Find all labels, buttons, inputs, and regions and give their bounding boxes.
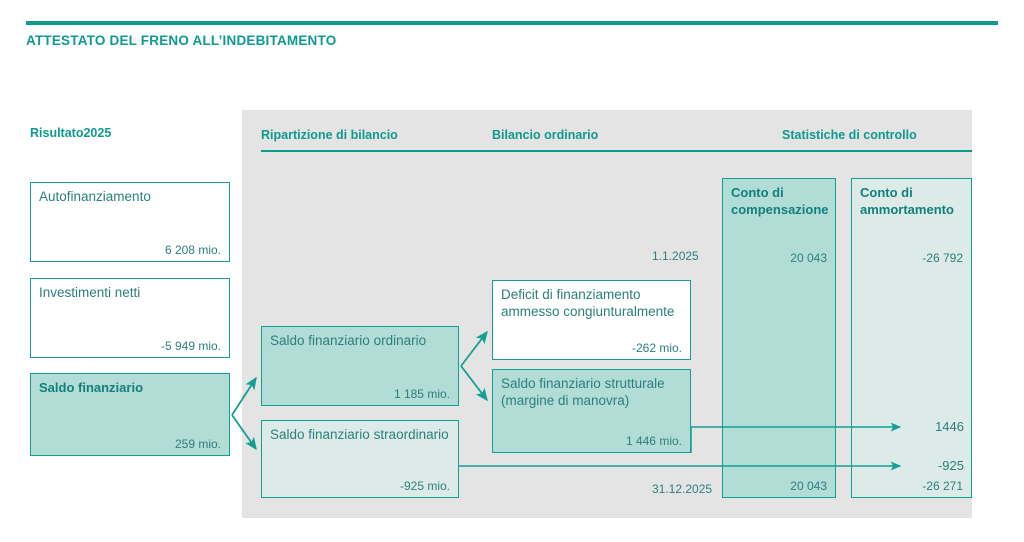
box-title: Saldo finanziario xyxy=(39,380,144,395)
column-header-statistiche: Statistiche di controllo xyxy=(782,128,917,142)
box-conto-di-compensazione: Conto di compensazione 20 043 20 043 xyxy=(722,178,836,498)
box-title: Deficit di finanziamento ammesso congiun… xyxy=(501,287,675,319)
opening-balance-value: 20 043 xyxy=(790,251,827,265)
box-saldo-finanziario-straordinario: Saldo finanziario straordinario -925 mio… xyxy=(261,420,459,498)
box-saldo-finanziario-ordinario: Saldo finanziario ordinario 1 185 mio. xyxy=(261,326,459,406)
closing-balance-value: 20 043 xyxy=(790,479,827,493)
box-conto-di-ammortamento: Conto di ammortamento -26 792 -26 271 xyxy=(851,178,972,498)
box-value: 6 208 mio. xyxy=(164,243,221,257)
box-value: 1 185 mio. xyxy=(393,387,450,401)
opening-balance-value: -26 792 xyxy=(922,251,963,265)
page-title: ATTESTATO DEL FRENO ALL’INDEBITAMENTO xyxy=(26,33,337,48)
top-rule xyxy=(26,21,998,25)
column-header-bilancio: Bilancio ordinario xyxy=(492,128,599,142)
box-investimenti-netti: Investimenti netti -5 949 mio. xyxy=(30,278,230,358)
column-header-rule xyxy=(261,150,972,152)
box-title: Autofinanziamento xyxy=(39,189,151,204)
box-value: -262 mio. xyxy=(631,341,682,355)
date-label-start: 1.1.2025 xyxy=(652,249,699,263)
box-title: Investimenti netti xyxy=(39,285,141,300)
result-value-ammortamento: -925 xyxy=(937,458,964,473)
column-header-ripartizione: Ripartizione di bilancio xyxy=(261,128,398,142)
box-value: -925 mio. xyxy=(399,479,450,493)
box-title: Saldo finanziario straordinario xyxy=(270,427,449,442)
box-saldo-finanziario-strutturale: Saldo finanziario strutturale (margine d… xyxy=(492,369,691,453)
closing-balance-value: -26 271 xyxy=(922,479,963,493)
box-saldo-finanziario: Saldo finanziario 259 mio. xyxy=(30,373,230,456)
box-deficit-finanziamento: Deficit di finanziamento ammesso congiun… xyxy=(492,280,691,360)
box-value: 259 mio. xyxy=(174,437,221,451)
box-value: -5 949 mio. xyxy=(160,339,221,353)
result-value-compensazione: 1446 xyxy=(935,419,964,434)
date-label-end: 31.12.2025 xyxy=(652,482,713,496)
box-title: Conto di ammortamento xyxy=(860,185,954,217)
box-title: Saldo finanziario strutturale (margine d… xyxy=(501,376,665,408)
box-autofinanziamento: Autofinanziamento 6 208 mio. xyxy=(30,182,230,262)
box-title: Conto di compensazione xyxy=(731,185,829,217)
left-section-label: Risultato2025 xyxy=(30,126,112,140)
box-value: 1 446 mio. xyxy=(625,434,682,448)
box-title: Saldo finanziario ordinario xyxy=(270,333,427,348)
